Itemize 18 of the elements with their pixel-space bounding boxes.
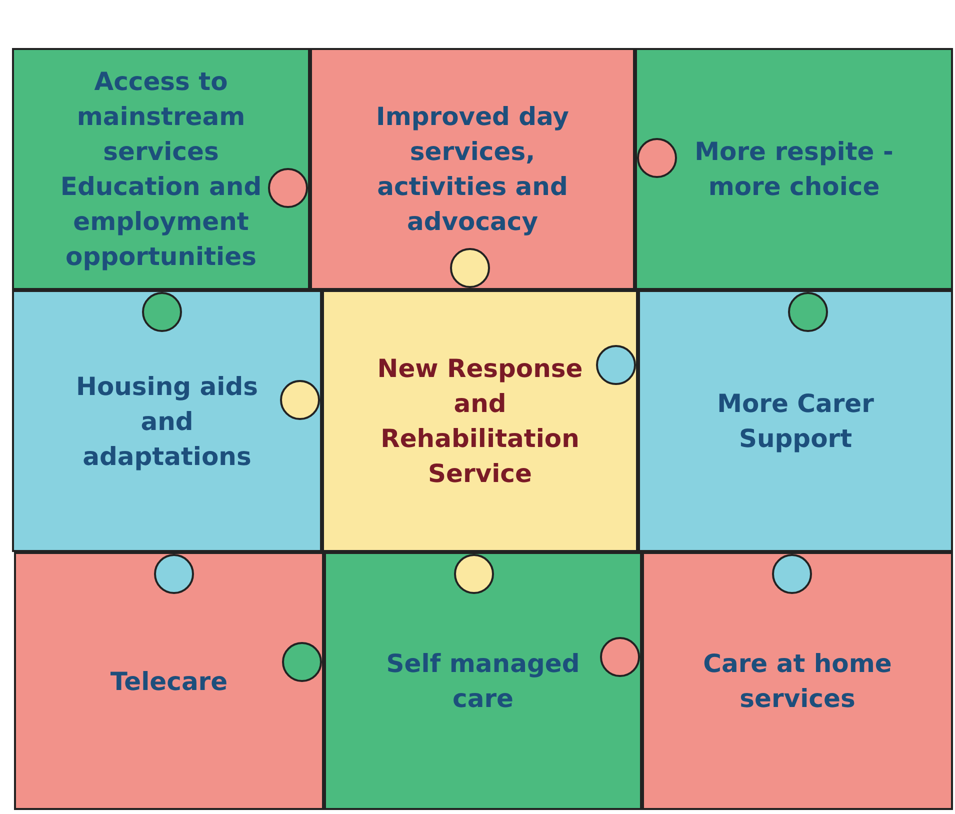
piece-label: Improved day services, activities and advocacy bbox=[375, 101, 570, 238]
piece-label: Housing aids and adaptations bbox=[75, 370, 259, 472]
puzzle-piece bbox=[638, 290, 953, 552]
piece-label: Care at home services bbox=[702, 648, 893, 715]
puzzle-piece bbox=[12, 290, 322, 552]
puzzle-piece bbox=[12, 48, 310, 290]
puzzle-piece bbox=[642, 552, 953, 810]
piece-label: Telecare bbox=[110, 666, 228, 698]
puzzle-piece bbox=[635, 48, 953, 290]
piece-label: New Response and Rehabilitation Service bbox=[376, 353, 584, 490]
puzzle-piece bbox=[322, 290, 638, 552]
puzzle-piece bbox=[310, 48, 635, 290]
piece-label: More respite - more choice bbox=[694, 136, 894, 203]
piece-label: Self managed care bbox=[385, 648, 581, 715]
puzzle-piece bbox=[324, 552, 642, 810]
piece-label: Access to mainstream services Education and employment opportunities bbox=[59, 66, 263, 273]
piece-label: More Carer Support bbox=[716, 388, 875, 455]
puzzle-piece bbox=[14, 552, 324, 810]
